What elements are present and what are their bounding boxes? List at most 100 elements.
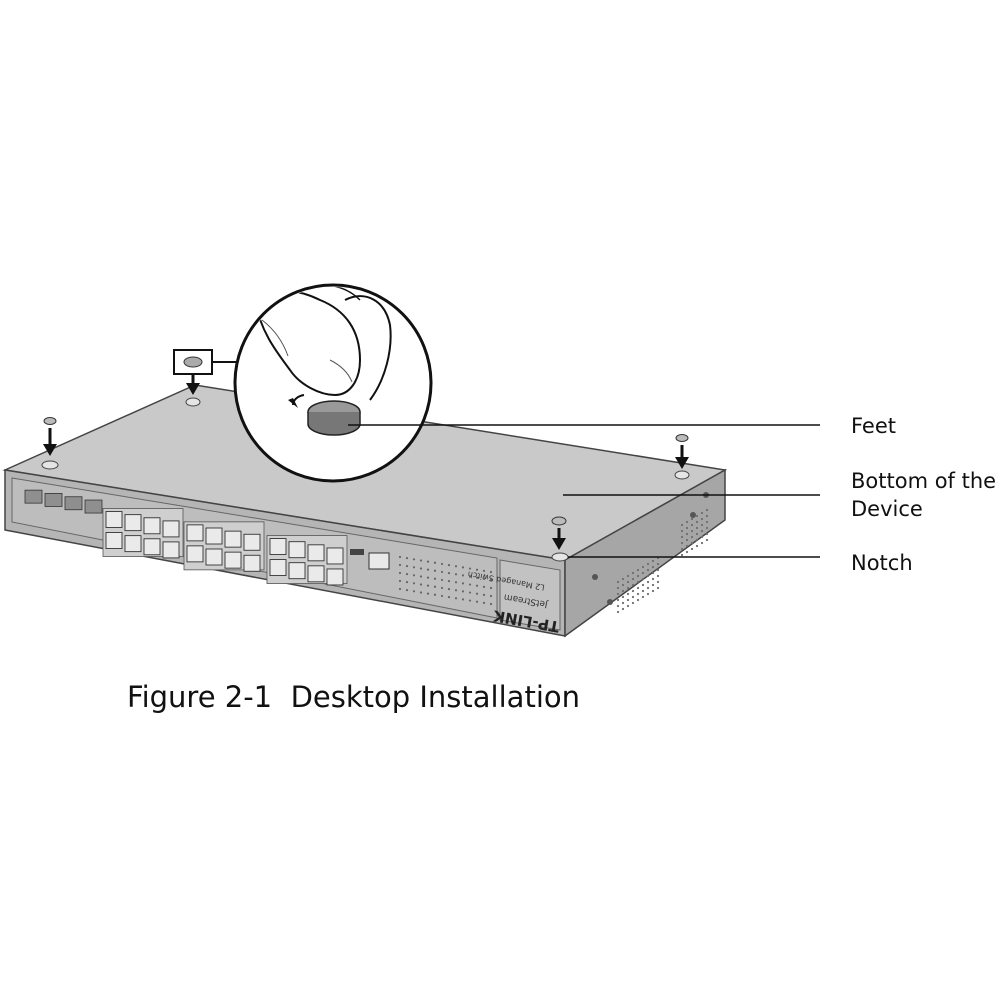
led-dot — [433, 577, 437, 580]
led-dot — [440, 578, 444, 582]
vent-hole — [690, 523, 694, 527]
vent-hole — [680, 529, 684, 533]
led-dot — [440, 586, 444, 590]
notch-hole — [551, 552, 569, 562]
led-dot — [482, 593, 486, 596]
rj45-port — [186, 545, 204, 563]
vent-hole — [690, 529, 694, 533]
led-dot — [482, 577, 486, 580]
led-dot — [412, 574, 416, 577]
vent-hole — [695, 514, 699, 518]
vent-hole — [656, 580, 660, 584]
led-dot — [454, 565, 458, 568]
vent-hole — [626, 604, 630, 608]
led-dot — [475, 584, 479, 587]
vent-hole — [705, 538, 709, 542]
led-dot — [475, 568, 479, 571]
led-dot — [433, 593, 437, 596]
rj45-port — [105, 532, 123, 549]
rj45-port — [326, 568, 344, 586]
vent-hole — [646, 574, 650, 578]
rj45-port — [243, 554, 261, 572]
rj45-port — [326, 547, 344, 565]
led-dot — [454, 573, 458, 576]
vent-hole — [636, 598, 640, 602]
vent-hole — [646, 562, 650, 566]
led-dot — [447, 571, 451, 575]
notch-hole — [41, 460, 59, 470]
vent-hole — [616, 598, 620, 602]
vent-hole — [651, 583, 655, 587]
vent-hole — [621, 607, 625, 611]
vent-hole — [616, 586, 620, 590]
vent-hole — [700, 517, 704, 521]
vent-hole — [641, 565, 645, 569]
sfp-ports — [24, 489, 103, 514]
led-dot — [475, 576, 479, 579]
led-dot — [447, 579, 451, 583]
vent-hole — [705, 514, 709, 518]
hand-icon — [253, 287, 392, 436]
sfp-port — [24, 489, 43, 504]
vent-hole — [641, 577, 645, 581]
vent-hole — [651, 565, 655, 569]
rj45-port — [224, 530, 242, 548]
vent-hole — [680, 547, 684, 551]
led-dot — [489, 570, 493, 574]
rj45-port — [143, 538, 161, 556]
led-dot — [426, 592, 430, 595]
foot-arrow — [43, 417, 57, 456]
vent-hole — [631, 571, 635, 575]
vent-hole — [646, 586, 650, 590]
vent-hole — [705, 532, 709, 536]
vent-hole — [680, 541, 684, 545]
device-side-panel — [564, 468, 726, 638]
figure-caption: Figure 2-1 Desktop Installation — [127, 680, 580, 714]
notch-hole — [185, 397, 201, 407]
vent-hole — [636, 586, 640, 590]
vent-hole — [626, 574, 630, 578]
vent-hole — [636, 568, 640, 572]
led-dot — [461, 590, 465, 593]
vent-hole — [631, 583, 635, 587]
led-dot — [482, 569, 486, 572]
vent-hole — [631, 577, 635, 581]
vent-hole — [616, 604, 620, 608]
led-dot — [426, 576, 430, 579]
led-dot — [419, 583, 423, 586]
label-bottom-line1: Bottom of the — [851, 469, 997, 493]
vent-hole — [651, 571, 655, 575]
vent-hole — [656, 586, 660, 590]
sfp-port — [64, 496, 83, 511]
led-dot — [482, 585, 486, 588]
vent-hole — [626, 586, 630, 590]
led-dot — [468, 567, 472, 570]
led-dot — [405, 589, 409, 592]
vent-hole — [631, 589, 635, 593]
led-dot — [405, 573, 409, 576]
vent-hole — [656, 568, 660, 572]
led-dot — [475, 592, 479, 595]
label-bottom-line2: Device — [851, 497, 923, 521]
led-dot — [398, 587, 402, 591]
vent-hole — [690, 535, 694, 539]
vent-hole — [621, 589, 625, 593]
vent-hole — [646, 592, 650, 596]
led-dot — [475, 600, 479, 603]
logo-area — [499, 559, 561, 631]
vent-hole — [695, 538, 699, 542]
side-screw — [690, 512, 696, 518]
vent-hole — [695, 526, 699, 530]
label-feet: Feet — [851, 414, 897, 438]
led-dot — [426, 584, 430, 587]
vent-hole — [685, 526, 689, 530]
rj45-port — [105, 511, 123, 528]
vent-hole — [705, 508, 709, 512]
vent-hole — [616, 580, 620, 584]
led-dot — [440, 570, 444, 574]
led-dot — [398, 571, 402, 575]
led-dot — [454, 581, 458, 584]
foot-arrow — [675, 434, 689, 469]
